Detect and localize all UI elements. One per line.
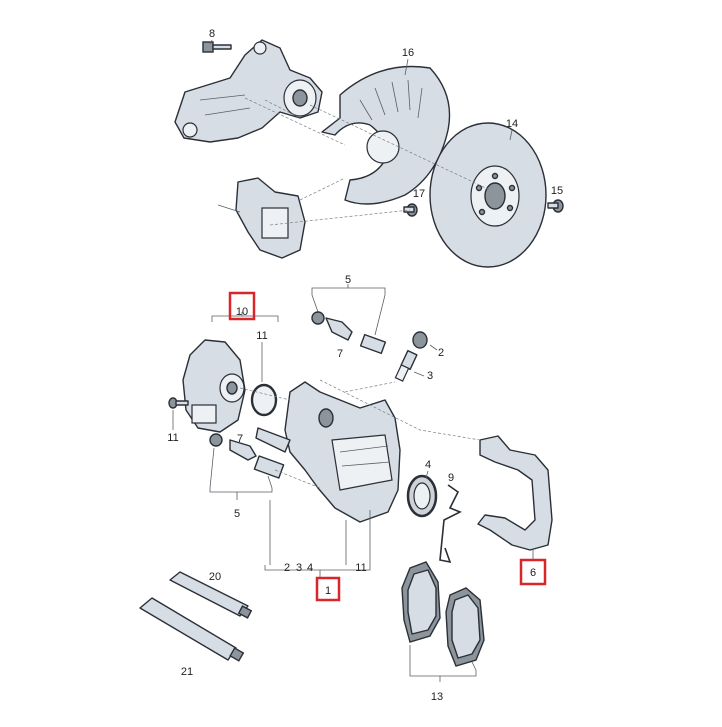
callout-7-top: 7 [337,348,343,360]
callout-4-bottom: 4 [307,562,313,574]
callout-7-bottom: 7 [237,433,243,445]
grease-tube-20 [169,571,253,619]
piston-seal-inner [413,482,431,510]
callout-1: 1 [325,585,331,597]
brake-pad-left [401,561,441,643]
dust-shield [321,65,451,205]
guide-pin-set-bottom [209,433,285,479]
highlight-1 [315,576,341,602]
callout-2-top: 2 [438,347,444,359]
bleed-screw-cap [394,331,428,382]
screw-11-left [168,397,189,409]
callout-6: 6 [530,567,536,579]
bolt-8 [202,41,232,53]
callout-2-bottom: 2 [284,562,290,574]
brake-pad-right [445,587,485,667]
callout-9: 9 [448,472,454,484]
callout-13: 13 [431,691,443,703]
brake-caliper [255,381,401,523]
callout-21: 21 [181,666,193,678]
wheel-bearing-housing [174,39,323,143]
parking-brake-motor [182,339,246,433]
callout-8: 8 [209,28,215,40]
callout-16: 16 [402,47,414,59]
callout-3-top: 3 [427,370,433,382]
callout-17: 17 [413,188,425,200]
caliper-bracket-top [217,177,306,259]
callout-3-bottom: 3 [296,562,302,574]
guide-pin-set-top [311,311,387,355]
callout-10: 10 [236,306,248,318]
screw-17 [403,203,418,217]
screw-15 [547,199,564,213]
callout-11-bottom: 11 [355,562,366,574]
callout-4-top: 4 [425,459,431,471]
grease-tube-21 [139,597,245,662]
brake-disc [429,122,547,268]
callout-20: 20 [209,571,221,583]
highlight-10 [228,291,256,321]
o-ring [250,383,278,417]
spring-clip [439,484,462,564]
callout-5-top: 5 [345,274,351,286]
callout-15: 15 [551,185,563,197]
callout-14: 14 [506,118,518,130]
callout-11-top: 11 [256,330,267,342]
brake-carrier [477,435,553,551]
callout-11-left: 11 [167,432,178,444]
callout-5-bottom: 5 [234,508,240,520]
